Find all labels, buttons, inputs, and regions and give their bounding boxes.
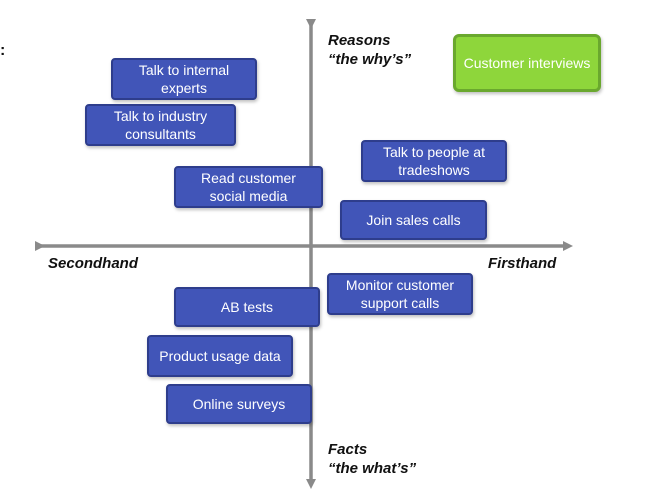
customer-interviews-box: Customer interviews (453, 34, 601, 92)
talk-tradeshows-box: Talk to people at tradeshows (361, 140, 507, 182)
join-sales-calls-box: Join sales calls (340, 200, 487, 240)
bottom-axis-label: Facts “the what’s” (328, 440, 416, 478)
talk-internal-experts-box: Talk to internal experts (111, 58, 257, 100)
read-social-media-box: Read customer social media (174, 166, 323, 208)
right-axis-label: Firsthand (488, 255, 557, 272)
left-axis-label: Secondhand (48, 255, 139, 272)
top-axis-title: Reasons (328, 32, 391, 49)
online-surveys-box: Online surveys (166, 384, 312, 424)
bottom-axis-subtitle: “the what’s” (328, 460, 417, 477)
edge-colon-mark: : (0, 42, 6, 59)
talk-industry-consultants-box: Talk to industry consultants (85, 104, 236, 146)
monitor-support-calls-box: Monitor customer support calls (327, 273, 473, 315)
ab-tests-box: AB tests (174, 287, 320, 327)
bottom-axis-title: Facts (328, 441, 368, 458)
top-axis-subtitle: “the why’s” (328, 51, 412, 68)
product-usage-data-box: Product usage data (147, 335, 293, 377)
top-axis-label: Reasons “the why’s” (328, 31, 411, 69)
